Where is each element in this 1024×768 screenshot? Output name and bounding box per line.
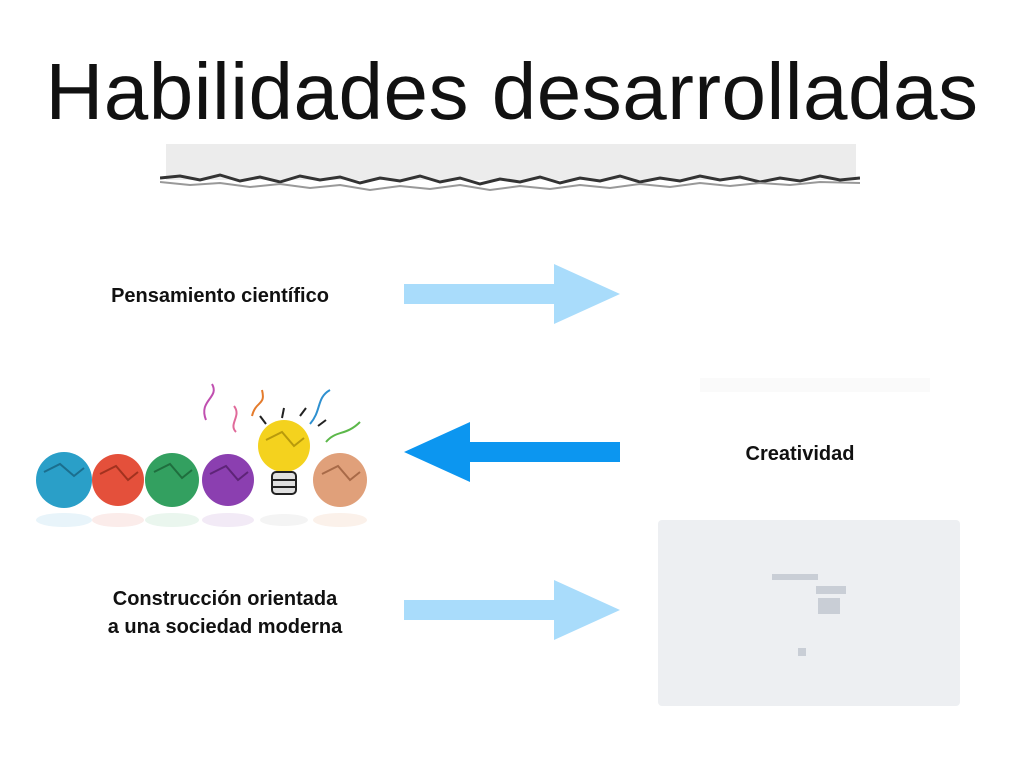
crumpled-paper-lightbulb-illustration — [36, 383, 367, 527]
arrow-right-icon — [404, 264, 620, 324]
arrow-right-icon — [404, 580, 620, 640]
torn-paper-divider — [160, 144, 860, 192]
faded-photo-placeholder — [658, 520, 960, 706]
slide-title: Habilidades desarrolladas — [45, 47, 979, 136]
label-line-1: Construcción orientada — [112, 588, 338, 610]
label-pensamiento-cientifico: Pensamiento científico — [111, 285, 329, 307]
label-construccion-orientada: Construcción orientada a una sociedad mo… — [60, 585, 390, 641]
label-line-2: a una sociedad moderna — [107, 616, 343, 638]
arrow-left-icon — [404, 422, 620, 482]
label-creatividad: Creatividad — [745, 443, 855, 465]
faded-image-placeholder — [700, 378, 930, 392]
faded-building-icon — [772, 574, 846, 656]
